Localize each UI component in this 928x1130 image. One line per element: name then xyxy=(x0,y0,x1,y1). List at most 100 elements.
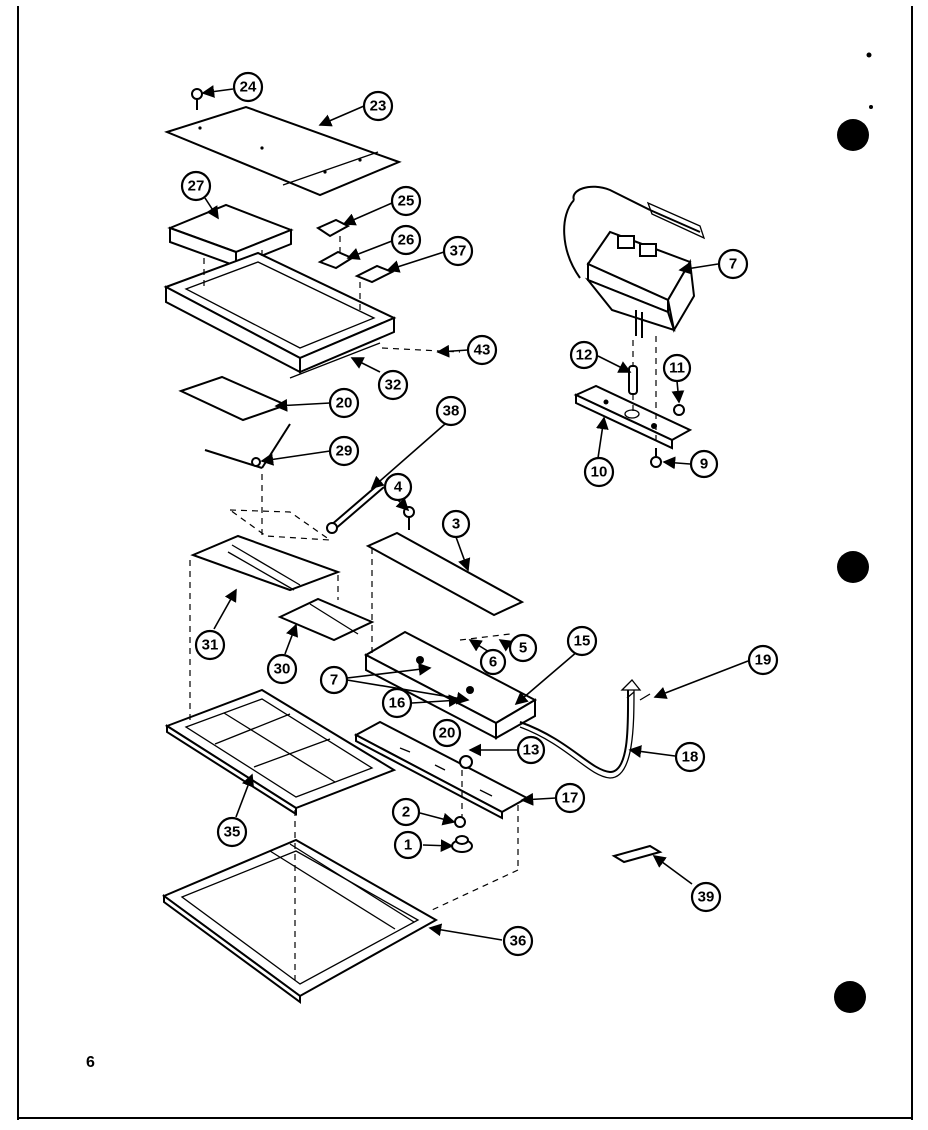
part-bracket-29 xyxy=(204,423,291,469)
part-thermostat-7 xyxy=(563,185,706,338)
callout-label: 1 xyxy=(404,837,412,854)
callout-35: 35 xyxy=(216,816,248,848)
callout-15: 15 xyxy=(566,625,598,657)
callout-label: 26 xyxy=(398,232,415,249)
callout-31: 31 xyxy=(194,629,226,661)
callout-label: 2 xyxy=(402,804,410,821)
callout-12: 12 xyxy=(569,340,599,370)
callout-label: 20 xyxy=(336,395,353,412)
part-cord-18 xyxy=(519,679,642,779)
part-screw-9 xyxy=(650,448,662,468)
part-heater-tray-30 xyxy=(277,597,375,642)
part-pin-12 xyxy=(628,365,638,395)
callout-label: 7 xyxy=(330,672,338,689)
callout-label: 10 xyxy=(591,464,608,481)
callout-label: 12 xyxy=(576,347,593,364)
callout-6: 6 xyxy=(479,648,507,676)
callout-20b: 20 xyxy=(432,718,462,748)
assembly-guide-lines xyxy=(189,236,519,980)
callout-label: 3 xyxy=(452,516,460,533)
callout-label: 15 xyxy=(574,633,591,650)
callout-30: 30 xyxy=(266,653,298,685)
callout-19: 19 xyxy=(747,644,779,676)
leader-lines xyxy=(201,85,749,941)
callout-39: 39 xyxy=(690,881,722,913)
callout-label: 16 xyxy=(389,695,406,712)
callout-7-right: 7 xyxy=(717,248,749,280)
callout-label: 31 xyxy=(202,637,219,654)
callout-27: 27 xyxy=(180,170,212,202)
callout-13: 13 xyxy=(516,735,546,765)
part-bracket-26 xyxy=(317,250,355,270)
callout-11: 11 xyxy=(662,353,692,383)
callout-label: 35 xyxy=(224,824,241,841)
part-cover-strip-3 xyxy=(365,531,525,617)
callout-24: 24 xyxy=(232,71,264,103)
callout-1: 1 xyxy=(393,830,423,860)
callout-label: 5 xyxy=(519,640,527,657)
callout-label: 37 xyxy=(450,243,467,260)
callout-label: 20 xyxy=(439,725,456,742)
callout-32: 32 xyxy=(377,369,409,401)
part-rod-38 xyxy=(326,482,385,534)
callout-17: 17 xyxy=(554,782,586,814)
part-insulation-27 xyxy=(167,203,294,268)
callout-label: 29 xyxy=(336,443,353,460)
right-assembly-guides xyxy=(632,336,657,440)
callout-5: 5 xyxy=(508,633,538,663)
part-clip-37 xyxy=(354,264,395,284)
part-knob-1 xyxy=(451,835,473,853)
callout-20: 20 xyxy=(328,387,360,419)
callout-label: 4 xyxy=(394,479,403,496)
callout-37: 37 xyxy=(442,235,474,267)
callout-label: 39 xyxy=(698,889,715,906)
callout-4: 4 xyxy=(383,472,413,502)
callout-label: 18 xyxy=(682,749,699,766)
callout-2: 2 xyxy=(391,797,421,827)
part-plug-19 xyxy=(626,691,651,701)
callout-label: 36 xyxy=(510,933,527,950)
binder-holes xyxy=(834,52,873,1013)
callout-25: 25 xyxy=(390,185,422,217)
callout-43: 43 xyxy=(466,334,498,366)
callout-label: 30 xyxy=(274,661,291,678)
page-number: 6 xyxy=(86,1054,95,1071)
callout-label: 23 xyxy=(370,98,387,115)
callouts: 24 23 27 25 26 37 43 32 xyxy=(180,71,779,957)
page-frame xyxy=(17,6,913,1120)
callout-9: 9 xyxy=(689,449,719,479)
callout-label: 6 xyxy=(489,654,497,671)
callout-16: 16 xyxy=(381,687,413,719)
part-base-frame-36 xyxy=(161,838,439,1004)
callout-label: 11 xyxy=(669,360,685,377)
part-plate-20 xyxy=(178,375,289,422)
part-heater-tray-31 xyxy=(190,509,341,592)
part-nut-2 xyxy=(454,816,466,828)
callout-36: 36 xyxy=(502,925,534,957)
part-cover-plate-23 xyxy=(164,105,402,197)
part-nut-11 xyxy=(673,404,685,416)
callout-label: 24 xyxy=(240,79,257,96)
callout-23: 23 xyxy=(362,90,394,122)
callout-label: 32 xyxy=(385,377,402,394)
callout-26: 26 xyxy=(390,224,422,256)
callout-label: 19 xyxy=(755,652,772,669)
callout-18: 18 xyxy=(674,741,706,773)
part-grille-35 xyxy=(164,688,397,816)
part-housing-tray-32 xyxy=(163,251,397,379)
callout-label: 25 xyxy=(398,193,415,210)
callout-label: 7 xyxy=(729,256,737,273)
callout-label: 13 xyxy=(523,742,540,759)
callout-label: 43 xyxy=(474,342,491,359)
part-screw-24 xyxy=(191,88,203,110)
callout-38: 38 xyxy=(435,395,467,427)
part-label-39 xyxy=(611,844,663,864)
callout-label: 17 xyxy=(562,790,579,807)
callout-29: 29 xyxy=(328,435,360,467)
part-bracket-25 xyxy=(315,218,351,238)
callout-3: 3 xyxy=(441,509,471,539)
callout-label: 38 xyxy=(443,403,460,420)
part-bracket-10 xyxy=(573,384,693,450)
callout-10: 10 xyxy=(583,456,615,488)
